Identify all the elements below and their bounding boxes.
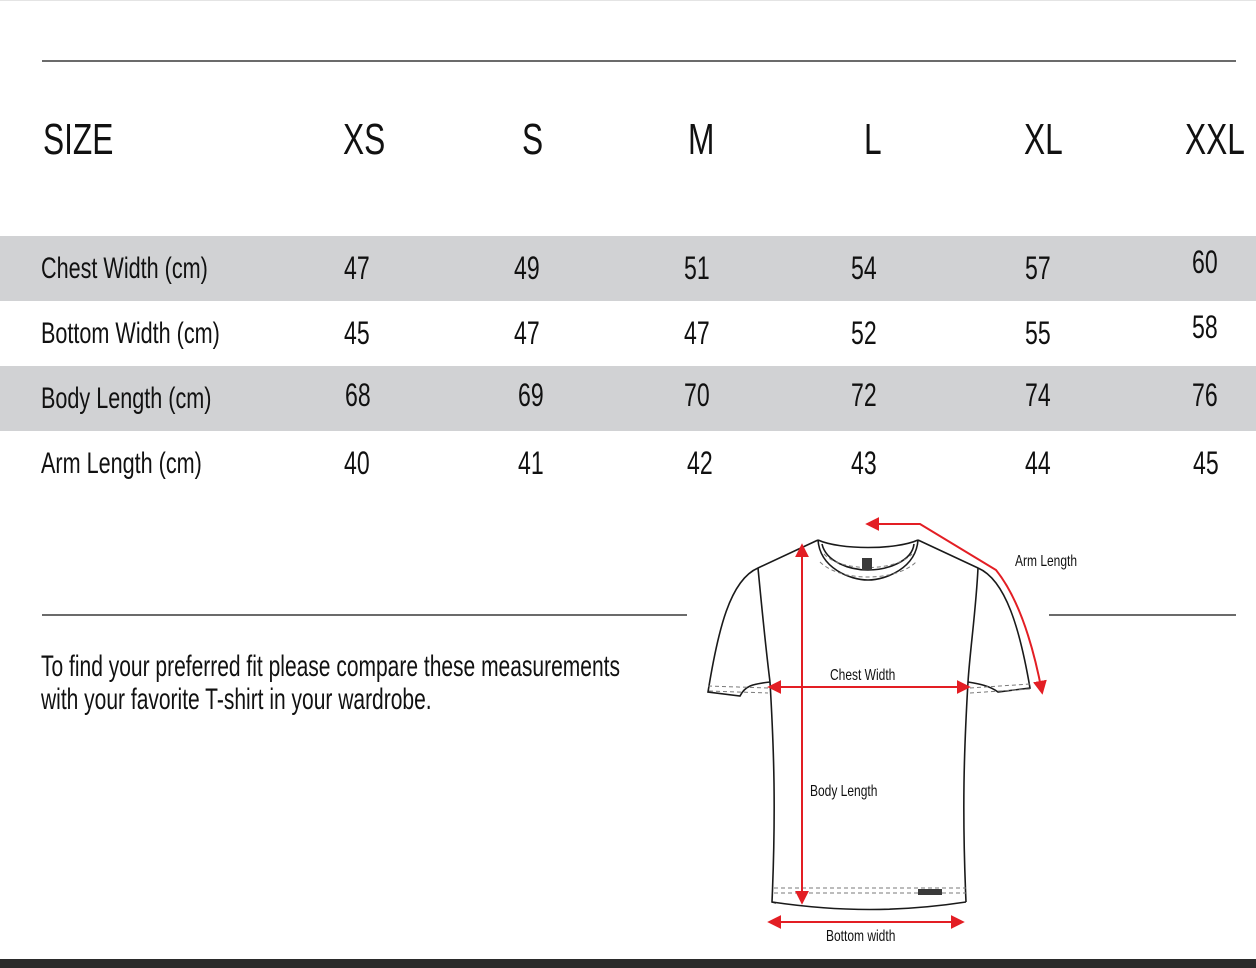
cell-value: 57 (1025, 250, 1051, 286)
cell-m: 47 (684, 301, 720, 366)
row-label: Arm Length (cm) (41, 431, 264, 496)
cell-xxl: 45 (1193, 431, 1229, 496)
top-edge (0, 0, 1256, 1)
size-xl-text: XL (1024, 115, 1063, 164)
cell-xl: 74 (1025, 363, 1061, 428)
cell-value: 74 (1025, 377, 1051, 413)
bottom-width-text: Bottom width (826, 928, 896, 945)
cell-m: 42 (687, 431, 723, 496)
size-l-text: L (864, 115, 882, 164)
lower-divider-right (1049, 614, 1236, 616)
row-label-text: Bottom Width (cm) (41, 317, 220, 350)
bottom-width-label: Bottom width (826, 928, 918, 946)
cell-s: 41 (518, 431, 554, 496)
row-label: Body Length (cm) (41, 366, 278, 431)
cell-value: 41 (518, 445, 544, 481)
table-row-chest-width: Chest Width (cm) 47 49 51 54 57 60 (0, 236, 1256, 301)
size-header-label: SIZE (43, 110, 141, 170)
size-m-text: M (688, 115, 715, 164)
cell-value: 54 (851, 250, 877, 286)
cell-xxl: 60 (1192, 230, 1228, 295)
fit-note-line-1: To find your preferred fit please compar… (41, 650, 620, 683)
cell-l: 43 (851, 431, 887, 496)
cell-value: 60 (1192, 244, 1218, 280)
cell-value: 42 (687, 445, 713, 481)
body-length-text: Body Length (810, 783, 878, 800)
row-label: Chest Width (cm) (41, 236, 273, 301)
size-header-xl: XL (1024, 110, 1078, 170)
tshirt-outline-icon (707, 517, 1047, 929)
size-xs-text: XS (343, 115, 386, 164)
cell-xs: 45 (344, 301, 380, 366)
row-label-text: Chest Width (cm) (41, 252, 208, 285)
size-header-m: M (688, 110, 725, 170)
chest-width-text: Chest Width (830, 667, 896, 684)
size-s-text: S (522, 115, 544, 164)
cell-l: 54 (851, 236, 887, 301)
cell-value: 70 (684, 377, 710, 413)
fit-note-line-2: with your favorite T-shirt in your wardr… (41, 683, 432, 716)
table-row-bottom-width: Bottom Width (cm) 45 47 47 52 55 58 (0, 301, 1256, 366)
row-label-text: Body Length (cm) (41, 382, 212, 415)
size-header-l: L (864, 110, 888, 170)
cell-s: 69 (518, 363, 554, 428)
cell-value: 58 (1192, 309, 1218, 345)
cell-value: 72 (851, 377, 877, 413)
cell-value: 52 (851, 315, 877, 351)
size-header-text: SIZE (43, 115, 114, 164)
cell-m: 51 (684, 236, 720, 301)
cell-value: 51 (684, 250, 710, 286)
cell-xs: 68 (345, 363, 381, 428)
table-row-arm-length: Arm Length (cm) 40 41 42 43 44 45 (0, 431, 1256, 496)
cell-value: 68 (345, 377, 371, 413)
size-header-row: SIZE XS S M L XL XXL (0, 110, 1256, 170)
cell-value: 76 (1192, 377, 1218, 413)
cell-value: 47 (344, 250, 370, 286)
cell-xxl: 76 (1192, 363, 1228, 428)
cell-value: 44 (1025, 445, 1051, 481)
cell-l: 52 (851, 301, 887, 366)
cell-xs: 40 (344, 431, 380, 496)
size-header-xxl: XXL (1185, 110, 1256, 170)
chest-width-label: Chest Width (830, 667, 917, 685)
lower-divider-left (42, 614, 687, 616)
cell-m: 70 (684, 363, 720, 428)
size-header-xs: XS (343, 110, 402, 170)
cell-value: 45 (344, 315, 370, 351)
cell-value: 49 (514, 250, 540, 286)
table-row-body-length: Body Length (cm) 68 69 70 72 74 76 (0, 366, 1256, 431)
cell-value: 45 (1193, 445, 1219, 481)
arm-length-text: Arm Length (1015, 553, 1078, 570)
tshirt-measurement-diagram: Arm Length Chest Width Body Length Botto… (700, 510, 1100, 950)
row-label-text: Arm Length (cm) (41, 447, 202, 480)
cell-value: 47 (514, 315, 540, 351)
cell-xl: 55 (1025, 301, 1061, 366)
cell-xl: 44 (1025, 431, 1061, 496)
top-divider (42, 60, 1236, 62)
bottom-bar (0, 959, 1256, 968)
cell-value: 47 (684, 315, 710, 351)
body-length-label: Body Length (810, 783, 900, 801)
cell-value: 69 (518, 377, 544, 413)
cell-value: 55 (1025, 315, 1051, 351)
cell-xxl: 58 (1192, 295, 1228, 360)
cell-s: 47 (514, 301, 550, 366)
fit-note: To find your preferred fit please compar… (41, 650, 868, 716)
size-header-s: S (522, 110, 551, 170)
cell-s: 49 (514, 236, 550, 301)
cell-xl: 57 (1025, 236, 1061, 301)
size-xxl-text: XXL (1185, 115, 1245, 164)
cell-l: 72 (851, 363, 887, 428)
arm-length-label: Arm Length (1015, 553, 1098, 571)
row-label: Bottom Width (cm) (41, 301, 289, 366)
cell-value: 43 (851, 445, 877, 481)
cell-value: 40 (344, 445, 370, 481)
cell-xs: 47 (344, 236, 380, 301)
